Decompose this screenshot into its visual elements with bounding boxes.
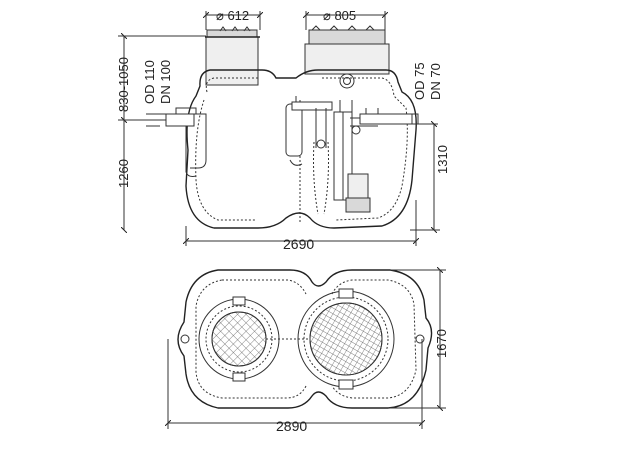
label-inlet-dn: DN 100 <box>158 60 173 104</box>
dim-inlet-height: 1260 <box>116 159 131 188</box>
inlet-pipe <box>165 107 207 177</box>
pump-column <box>333 100 378 213</box>
dim-cover-left: 612 <box>227 8 249 23</box>
tank-side-outline <box>185 69 417 229</box>
right-cover <box>304 25 390 89</box>
label-outlet-dn: DN 70 <box>428 63 443 100</box>
label-inlet-od: OD 110 <box>142 60 157 104</box>
outlet-pipe <box>359 108 419 125</box>
dim-plan-width: 1670 <box>434 329 449 358</box>
baffle-tee <box>285 96 333 215</box>
dim-plan-length: 2890 <box>276 418 307 434</box>
right-manhole <box>297 288 395 390</box>
diameter-symbol: ⌀ <box>216 8 224 23</box>
plan-view: 1670 2890 <box>168 270 449 434</box>
dim-cover-right: 805 <box>334 8 356 23</box>
dim-burial-depth: 830-1050 <box>116 57 131 112</box>
dim-outlet-height: 1310 <box>435 145 450 174</box>
label-outlet-od: OD 75 <box>412 62 427 100</box>
side-view: ⌀ 612 ⌀ 805 830-1050 OD 110 DN 100 1260 … <box>116 8 450 252</box>
left-cover <box>205 26 260 86</box>
svg-text:⌀ 805: ⌀ 805 <box>323 8 356 23</box>
svg-text:⌀ 612: ⌀ 612 <box>216 8 249 23</box>
dim-side-length: 2690 <box>283 236 314 252</box>
left-manhole <box>198 296 280 382</box>
